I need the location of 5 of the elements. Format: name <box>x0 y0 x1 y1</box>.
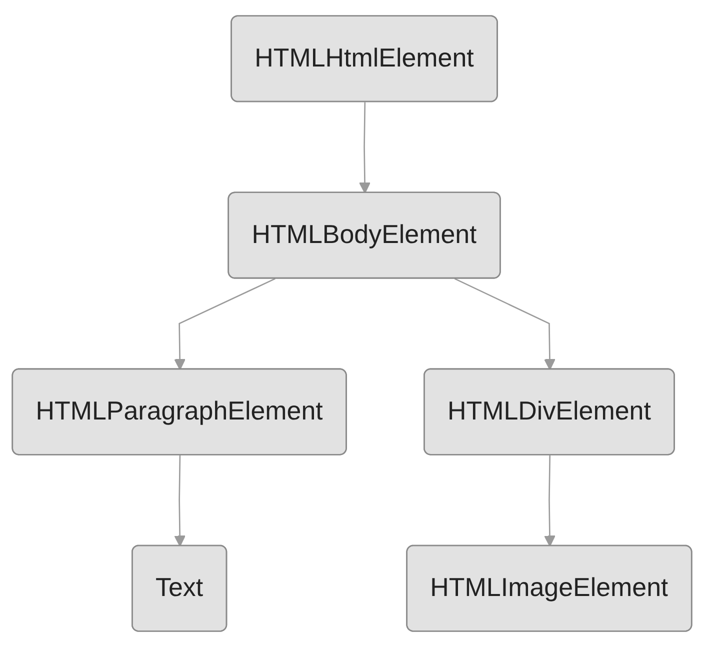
arrow <box>359 102 370 194</box>
arrow <box>454 278 556 370</box>
arrow <box>174 455 186 547</box>
arrow <box>544 455 556 547</box>
arrow <box>174 278 276 370</box>
